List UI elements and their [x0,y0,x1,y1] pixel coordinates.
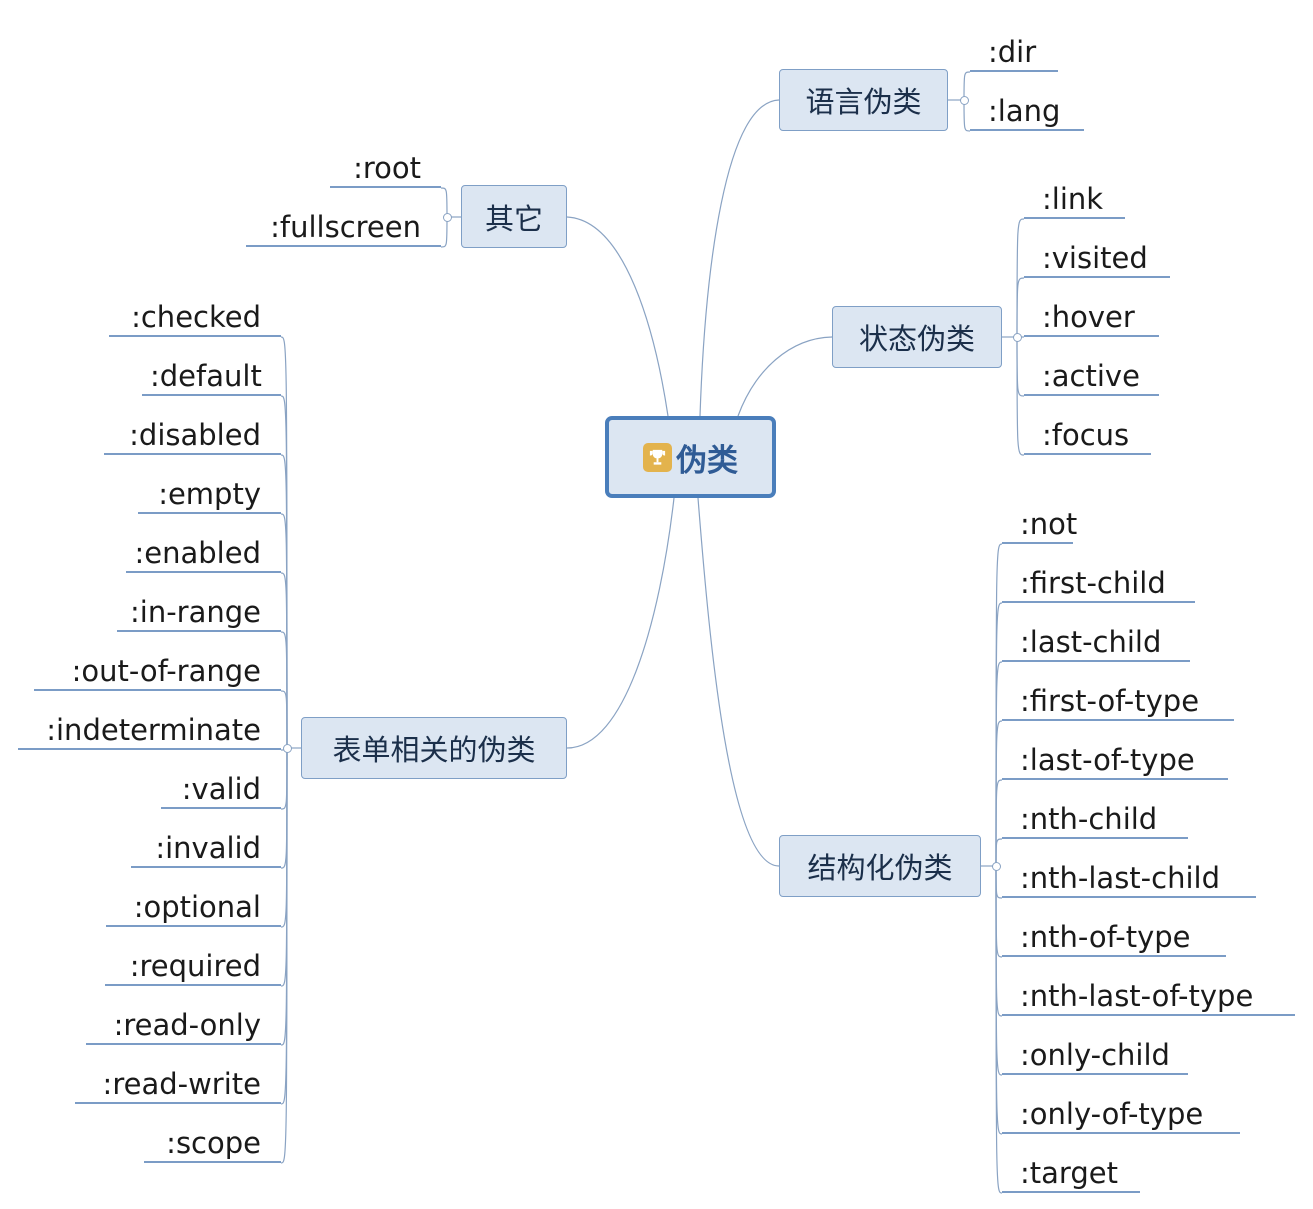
topic-language-pseudo[interactable]: 语言伪类 [779,69,948,131]
leaf-struct-nth-last-child[interactable]: :nth-last-child [1002,858,1256,898]
leaf-other-root[interactable]: :root [330,148,441,188]
leaf-state-link[interactable]: :link [1024,179,1125,219]
leaf-connector [995,779,1003,867]
leaf-connector [280,747,288,1164]
leaf-state-active[interactable]: :active [1024,356,1159,396]
connector-form [566,497,675,749]
leaf-struct-nth-last-of-type[interactable]: :nth-last-of-type [1002,976,1295,1016]
leaf-form-empty[interactable]: :empty [138,474,281,514]
topic-label: 表单相关的伪类 [332,733,536,767]
leaf-connector [280,513,288,749]
leaf-form-in-range[interactable]: :in-range [117,592,281,632]
trophy-icon [643,442,672,472]
leaf-form-scope[interactable]: :scope [144,1123,281,1163]
leaf-form-disabled[interactable]: :disabled [104,415,281,455]
leaf-struct-first-child[interactable]: :first-child [1002,563,1195,603]
topic-state-pseudo[interactable]: 状态伪类 [832,306,1002,368]
leaf-form-valid[interactable]: :valid [161,769,281,809]
topic-form-pseudo[interactable]: 表单相关的伪类 [301,717,567,779]
leaf-form-enabled[interactable]: :enabled [126,533,281,573]
leaf-connector [963,71,971,101]
topic-label: 状态伪类 [858,322,975,356]
connector-state [737,336,833,417]
leaf-state-visited[interactable]: :visited [1024,238,1170,278]
leaf-connector-group [280,71,1025,1194]
leaf-connector [1016,336,1025,397]
leaf-connector [963,99,971,132]
connector-lang [699,99,780,417]
leaf-other-fullscreen[interactable]: :fullscreen [246,207,441,247]
leaf-struct-not[interactable]: :not [1002,504,1077,544]
leaf-struct-nth-child[interactable]: :nth-child [1002,799,1188,839]
collapse-toggle-icon[interactable] [991,861,1001,871]
leaf-struct-only-child[interactable]: :only-child [1002,1035,1188,1075]
leaf-form-read-only[interactable]: :read-only [86,1005,281,1045]
leaf-struct-first-of-type[interactable]: :first-of-type [1002,681,1234,721]
leaf-connector [440,216,448,248]
leaf-form-invalid[interactable]: :invalid [131,828,281,868]
central-topic[interactable]: 伪类 [605,416,776,498]
connector-other [566,216,669,417]
connector-struct [697,497,780,867]
topic-label: 其它 [484,201,543,236]
topic-label: 语言伪类 [805,85,922,119]
leaf-struct-last-of-type[interactable]: :last-of-type [1002,740,1228,780]
leaf-connector [280,690,288,749]
leaf-struct-target[interactable]: :target [1002,1153,1140,1193]
leaf-form-indeterminate[interactable]: :indeterminate [18,710,281,750]
leaf-connector [995,838,1003,867]
leaf-form-out-of-range[interactable]: :out-of-range [34,651,281,691]
leaf-connector [280,631,288,749]
leaf-connector [995,865,1003,1194]
collapse-toggle-icon[interactable] [282,743,292,753]
leaf-connector [440,187,448,218]
leaf-struct-last-child[interactable]: :last-child [1002,622,1190,662]
leaf-connector [280,747,288,810]
collapse-toggle-icon[interactable] [1012,332,1022,342]
topic-other[interactable]: 其它 [461,185,567,248]
collapse-toggle-icon[interactable] [442,212,452,222]
leaf-form-optional[interactable]: :optional [106,887,281,927]
leaf-lang-dir[interactable]: :dir [970,32,1058,72]
leaf-struct-nth-of-type[interactable]: :nth-of-type [1002,917,1226,957]
leaf-form-required[interactable]: :required [105,946,281,986]
leaf-form-read-write[interactable]: :read-write [75,1064,281,1104]
leaf-struct-only-of-type[interactable]: :only-of-type [1002,1094,1240,1134]
leaf-state-focus[interactable]: :focus [1024,415,1151,455]
leaf-state-hover[interactable]: :hover [1024,297,1159,337]
topic-structural-pseudo[interactable]: 结构化伪类 [779,835,981,897]
central-topic-label: 伪类 [676,442,738,479]
collapse-toggle-icon[interactable] [959,95,969,105]
leaf-connector [1016,336,1025,456]
topic-label: 结构化伪类 [807,851,953,885]
leaf-form-checked[interactable]: :checked [109,297,281,337]
leaf-form-default[interactable]: :default [142,356,281,396]
leaf-connector [1016,277,1025,338]
leaf-lang-lang[interactable]: :lang [970,91,1084,131]
